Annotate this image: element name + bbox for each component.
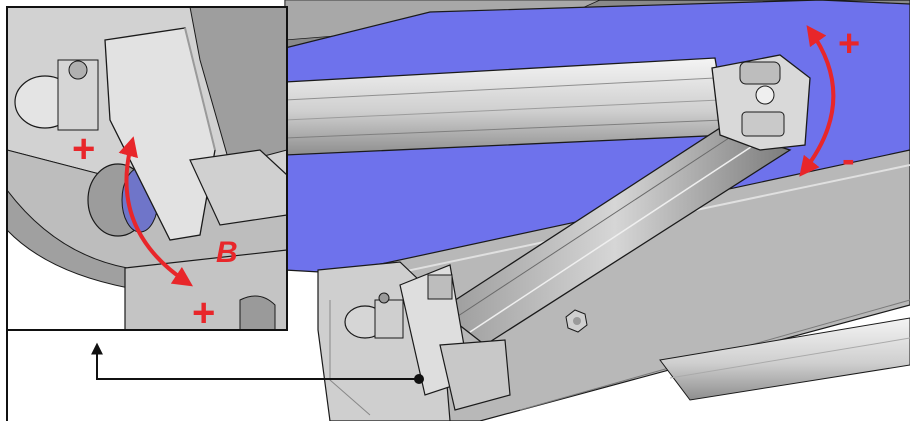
- adjust-letter-b: B: [216, 236, 238, 269]
- pointer-arrow-icon: [91, 342, 419, 380]
- minus-sign-upper: -: [842, 139, 855, 181]
- plus-sign-left: +: [72, 127, 95, 171]
- inset-knob: [14, 59, 99, 131]
- adjust-knob: [344, 292, 404, 339]
- elbow-joint: [711, 54, 811, 151]
- plus-sign-bottom: +: [192, 291, 215, 335]
- detail-inset: + + B: [6, 6, 288, 335]
- double-headed-curved-arrow-icon: [118, 136, 194, 287]
- inset-frame: [6, 6, 288, 331]
- shoulder-bracket: [399, 264, 511, 411]
- plus-sign-upper: +: [838, 23, 860, 65]
- main-view: + -: [284, 0, 910, 421]
- hex-bolt-icon: [565, 309, 588, 333]
- double-headed-curved-arrow-icon: [799, 25, 836, 177]
